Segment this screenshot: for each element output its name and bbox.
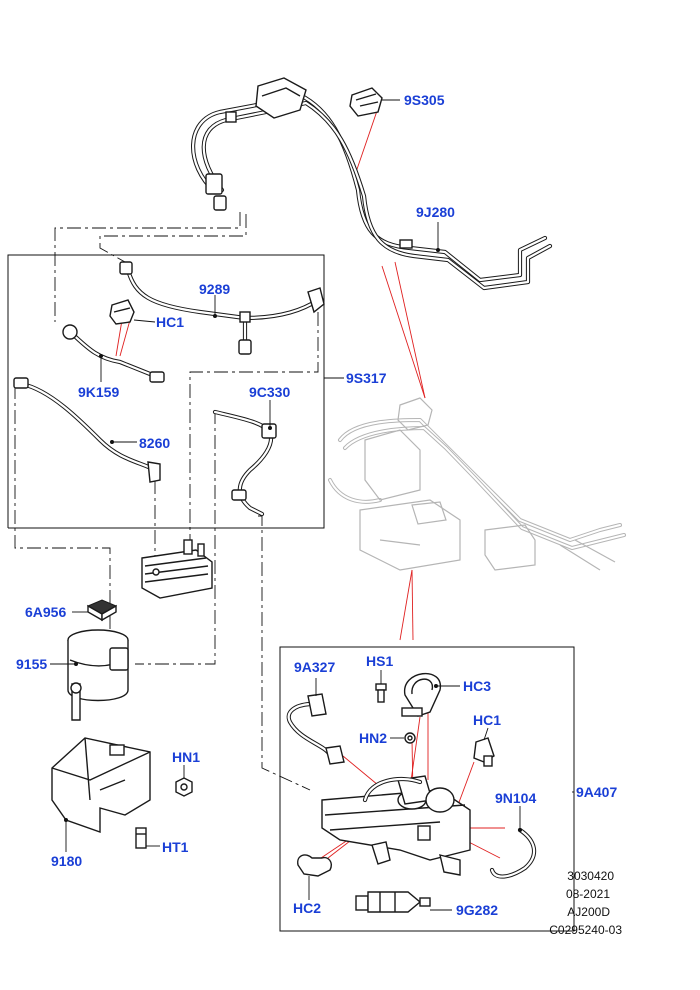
fuel-filter-9155 [67,629,129,721]
connector-9S305 [349,87,383,117]
cooler-block [141,539,213,599]
clip-HC1-bottom [473,737,495,767]
label-HC1-bottom: HC1 [473,712,501,728]
label-9A327: 9A327 [294,659,335,675]
stud-HT1 [135,827,147,849]
label-9K159: 9K159 [78,384,119,400]
fuel-hose-9A327 [286,693,345,765]
routing-dash-lines [14,212,319,791]
label-HC2: HC2 [293,900,321,916]
leader-lines [50,99,574,911]
ref-line-2: 08-2021 [566,887,610,901]
ref-line-4: C0295240-03 [549,923,622,937]
reference-block: 3030420 08-2021 AJ200D C0295240-03 [549,869,622,937]
label-HN1: HN1 [172,749,200,765]
part-labels: 9S305 9J280 9289 HC1 9K159 9S317 9C330 8… [16,92,617,918]
label-HT1: HT1 [162,839,189,855]
hose-9N104 [489,827,537,879]
label-HC3: HC3 [463,678,491,694]
group-box-9A407 [279,646,575,932]
engine-assembly-overview [328,397,626,571]
fuel-hose-8260 [13,377,161,483]
clamp-HC3 [401,673,441,717]
label-9G282: 9G282 [456,902,498,918]
label-HC1-top: HC1 [156,314,184,330]
nut-HN1 [175,777,193,797]
label-9180: 9180 [51,853,82,869]
screw-HS1 [375,683,387,703]
label-8260: 8260 [139,435,170,451]
nut-HN2 [404,732,416,744]
reference-lines [115,107,505,861]
label-9J280: 9J280 [416,204,455,220]
label-6A956: 6A956 [25,604,66,620]
label-9N104: 9N104 [495,790,536,806]
pad-6A956 [86,599,118,622]
label-9A407: 9A407 [576,784,617,800]
label-9155: 9155 [16,656,47,672]
ref-line-3: AJ200D [567,905,610,919]
label-HS1: HS1 [366,653,393,669]
fuel-hose-9K159 [62,324,165,383]
fuel-pump-assembly-9A407 [321,775,471,876]
bracket-9180 [51,737,151,833]
label-9S305: 9S305 [404,92,445,108]
fuel-hose-9C330 [212,409,277,517]
clip-HC2 [297,854,332,877]
label-9S317: 9S317 [346,370,387,386]
label-9C330: 9C330 [249,384,290,400]
label-9289: 9289 [199,281,230,297]
pressure-sensor-9G282 [355,891,431,913]
fuel-hose-9289 [119,261,325,355]
group-box-9S317 [7,254,325,529]
label-HN2: HN2 [359,730,387,746]
ref-line-1: 3030420 [567,869,614,883]
clip-HC1-top [109,299,135,325]
fuel-line-assembly-9J280 [191,77,553,291]
